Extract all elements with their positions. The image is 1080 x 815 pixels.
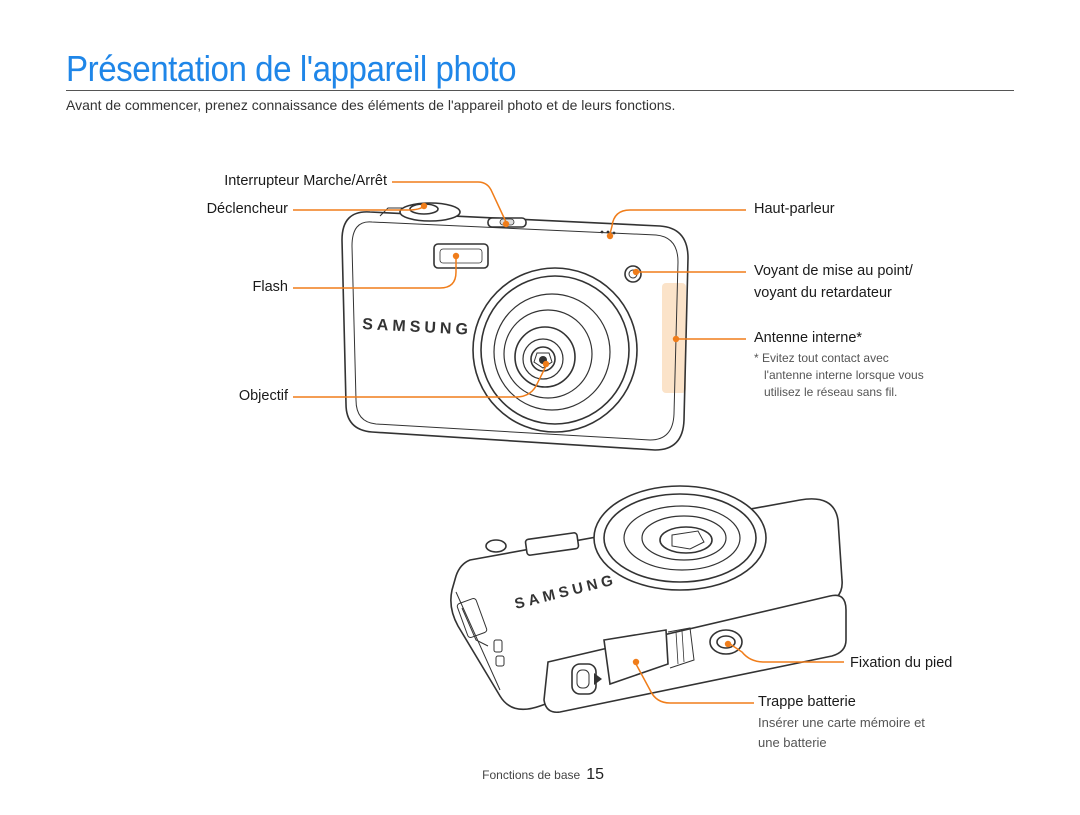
battery-note-line2: une batterie — [758, 735, 827, 750]
antenna-note-line2: l'antenne interne lorsque vous — [764, 368, 924, 382]
callout-lines — [293, 181, 844, 704]
page-number: 15 — [586, 766, 604, 783]
label-antenna: Antenne interne* — [754, 330, 863, 346]
antenna-note: * Evitez tout contact avec l'antenne int… — [754, 350, 924, 401]
footer-section: Fonctions de base — [482, 768, 581, 782]
label-af-lamp-line1: Voyant de mise au point/ — [754, 263, 913, 279]
label-tripod-mount: Fixation du pied — [850, 655, 953, 671]
battery-note: Insérer une carte mémoire et une batteri… — [758, 713, 925, 753]
label-af-lamp-line2: voyant du retardateur — [754, 285, 892, 301]
bottom-camera — [450, 485, 847, 714]
page-footer: Fonctions de base 15 — [482, 766, 604, 784]
intro-text: Avant de commencer, prenez connaissance … — [66, 97, 676, 113]
battery-note-line1: Insérer une carte mémoire et — [758, 715, 925, 730]
title-divider — [66, 90, 1014, 91]
label-speaker: Haut-parleur — [754, 201, 835, 217]
label-flash: Flash — [252, 279, 288, 295]
front-brand-logo: SAMSUNG — [362, 316, 473, 339]
label-shutter: Déclencheur — [206, 201, 288, 217]
label-lens: Objectif — [238, 388, 288, 404]
callout-dots — [420, 202, 732, 666]
label-battery-door: Trappe batterie — [758, 694, 856, 710]
page-title: Présentation de l'appareil photo — [66, 48, 517, 89]
label-power-switch: Interrupteur Marche/Arrêt — [224, 173, 387, 189]
antenna-note-line3: utilisez le réseau sans fil. — [764, 385, 898, 399]
antenna-note-line1: * Evitez tout contact avec — [754, 351, 889, 365]
